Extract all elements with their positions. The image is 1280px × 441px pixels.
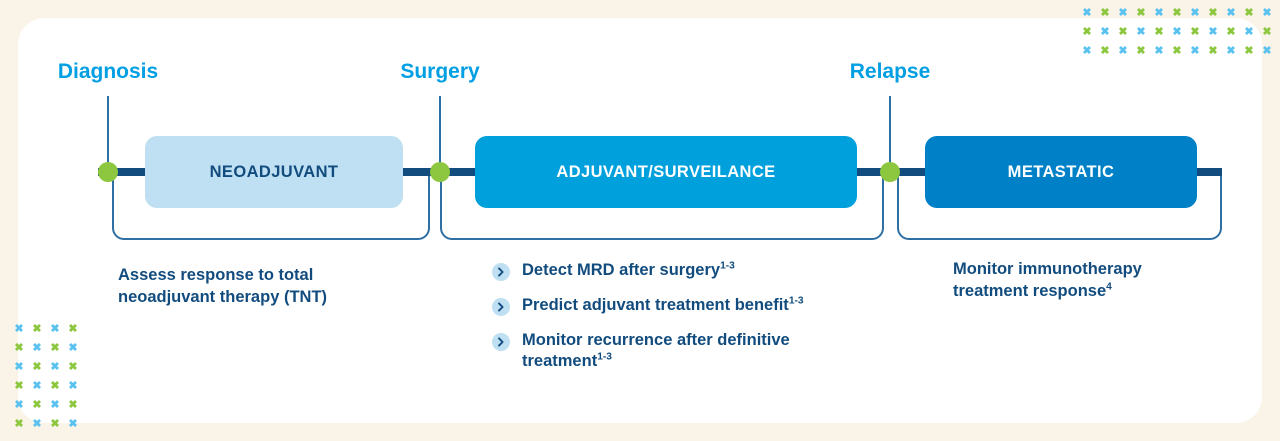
chevron-right-circle-icon bbox=[492, 297, 510, 316]
node-stem-surgery bbox=[439, 96, 441, 166]
bullet-item: Predict adjuvant treatment benefit1-3 bbox=[492, 295, 862, 317]
phase-box-neoadjuvant: NEOADJUVANT bbox=[145, 136, 403, 208]
chevron-right-circle-icon bbox=[492, 332, 510, 351]
bullet-item-label: Monitor recurrence after definitive trea… bbox=[522, 330, 790, 371]
node-dot-surgery bbox=[430, 162, 450, 182]
bracket-2 bbox=[440, 176, 884, 240]
bullet-item: Detect MRD after surgery1-3 bbox=[492, 260, 862, 282]
node-dot-relapse bbox=[880, 162, 900, 182]
bullet-item: Monitor recurrence after definitive trea… bbox=[492, 330, 862, 374]
bullet-item-superscript: 1-3 bbox=[720, 260, 735, 272]
node-label-diagnosis: Diagnosis bbox=[57, 60, 159, 83]
caption-metastatic-line2: treatment response4 bbox=[953, 280, 1142, 302]
bracket-3 bbox=[897, 176, 1222, 240]
bullet-item-label: Detect MRD after surgery bbox=[522, 261, 721, 279]
node-dot-diagnosis bbox=[98, 162, 118, 182]
node-stem-relapse bbox=[889, 96, 891, 166]
decorative-x-icon: ✖ bbox=[1244, 7, 1254, 19]
bracket-1 bbox=[112, 176, 430, 240]
caption-metastatic-superscript: 4 bbox=[1106, 281, 1112, 293]
caption-neoadjuvant-line2: neoadjuvant therapy (TNT) bbox=[118, 288, 328, 307]
node-label-relapse: Relapse bbox=[849, 60, 931, 83]
caption-metastatic-line1: Monitor immunotherapy bbox=[953, 260, 1142, 278]
caption-metastatic: Monitor immunotherapy treatment response… bbox=[953, 258, 1142, 303]
bullet-item-superscript: 1-3 bbox=[788, 295, 804, 307]
phase-box-label: ADJUVANT/SURVEILANCE bbox=[556, 162, 776, 181]
node-stem-diagnosis bbox=[107, 96, 109, 166]
decorative-x-icon: ✖ bbox=[14, 418, 24, 430]
bullet-item-superscript: 1-3 bbox=[597, 351, 612, 363]
phase-box-label: NEOADJUVANT bbox=[209, 162, 339, 181]
caption-metastatic-line2-text: treatment response bbox=[953, 282, 1107, 301]
bullet-item-text: Detect MRD after surgery1-3 bbox=[522, 260, 735, 282]
phase-box-metastatic: METASTATIC bbox=[925, 136, 1197, 208]
caption-neoadjuvant: Assess response to total neoadjuvant the… bbox=[118, 264, 327, 309]
node-label-surgery: Surgery bbox=[400, 60, 480, 83]
bullet-item-text: Monitor recurrence after definitive trea… bbox=[522, 330, 862, 374]
content-card bbox=[18, 18, 1262, 423]
caption-neoadjuvant-line1: Assess response to total bbox=[118, 266, 314, 284]
bullet-item-text: Predict adjuvant treatment benefit1-3 bbox=[522, 295, 804, 317]
bullet-item-label: Predict adjuvant treatment benefit bbox=[522, 295, 789, 314]
decorative-x-icon: ✖ bbox=[1262, 7, 1272, 19]
chevron-right-circle-icon bbox=[492, 263, 510, 281]
phase-box-adjuvant-surveilance: ADJUVANT/SURVEILANCE bbox=[475, 136, 857, 208]
phase-box-label: METASTATIC bbox=[1007, 162, 1115, 181]
